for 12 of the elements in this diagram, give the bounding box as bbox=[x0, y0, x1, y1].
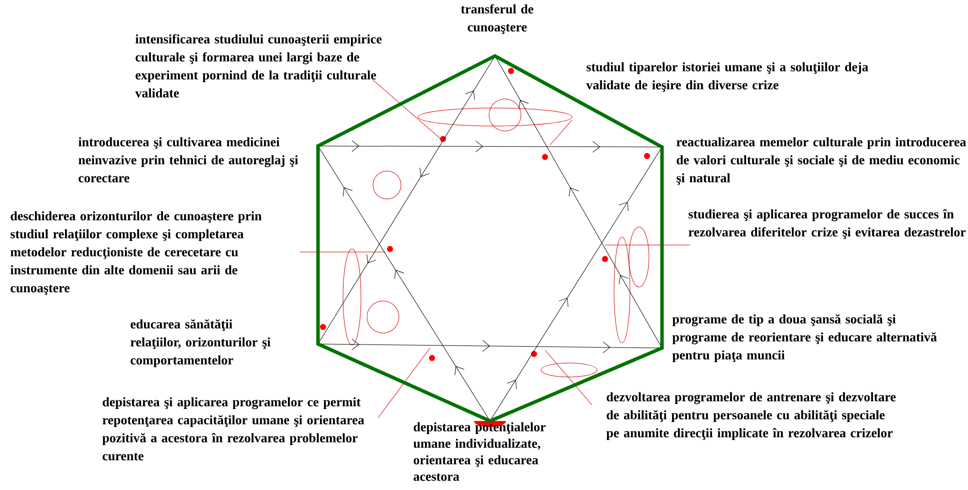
label-text: reactualizarea memelor culturale prin introducerea de valori culturale şi sociale şi de mediu economic şi natural bbox=[676, 137, 966, 185]
label-text: introducerea şi cultivarea medicinei neinvazive prin tehnici de autoreglaj şi corectare bbox=[78, 137, 298, 182]
label-text: depistarea potenţialelor umane individualizate, orientarea şi educarea acestora bbox=[413, 422, 546, 481]
label-text: deschiderea orizonturilor de cunoaştere prin studiul relaţiilor complexe şi completarea metodelor reducţioniste de cerecetare cu instrumente din alte domenii sau arii de cunoaştere bbox=[10, 211, 262, 295]
label-text: studiul tiparelor istoriei umane şi a soluţiilor deja validate de ieşire din diverse crize bbox=[586, 62, 868, 92]
label-text: educarea sănătăţii relaţiilor, orizonturilor şi comportamentelor bbox=[130, 319, 270, 368]
label-text: programe de tip a doua şansă socială şi programe de reorientare şi educare alternativă pentru piaţa muncii bbox=[672, 314, 937, 362]
label-text: intensificarea studiului cunoaşterii empirice culturale şi formarea unei largi baze de experiment pornind de la tradiţii culturale validate bbox=[135, 34, 382, 98]
label-text: transferul de cunoaştere bbox=[460, 4, 534, 34]
label-text: depistarea şi aplicarea programelor ce permit repotenţarea capacităţilor umane şi orientarea pozitivă a acestora în rezolvarea problemelor curente bbox=[102, 397, 364, 460]
label-text: dezvoltarea programelor de antrenare şi dezvoltare de abilităţi pentru persoanele cu abilităţi speciale pe anumite direcţii implicate în rezolvarea crizelor bbox=[606, 392, 896, 440]
label-text: studierea şi aplicarea programelor de succes în rezolvarea diferitelor crize şi evitarea dezastrelor bbox=[688, 209, 966, 240]
